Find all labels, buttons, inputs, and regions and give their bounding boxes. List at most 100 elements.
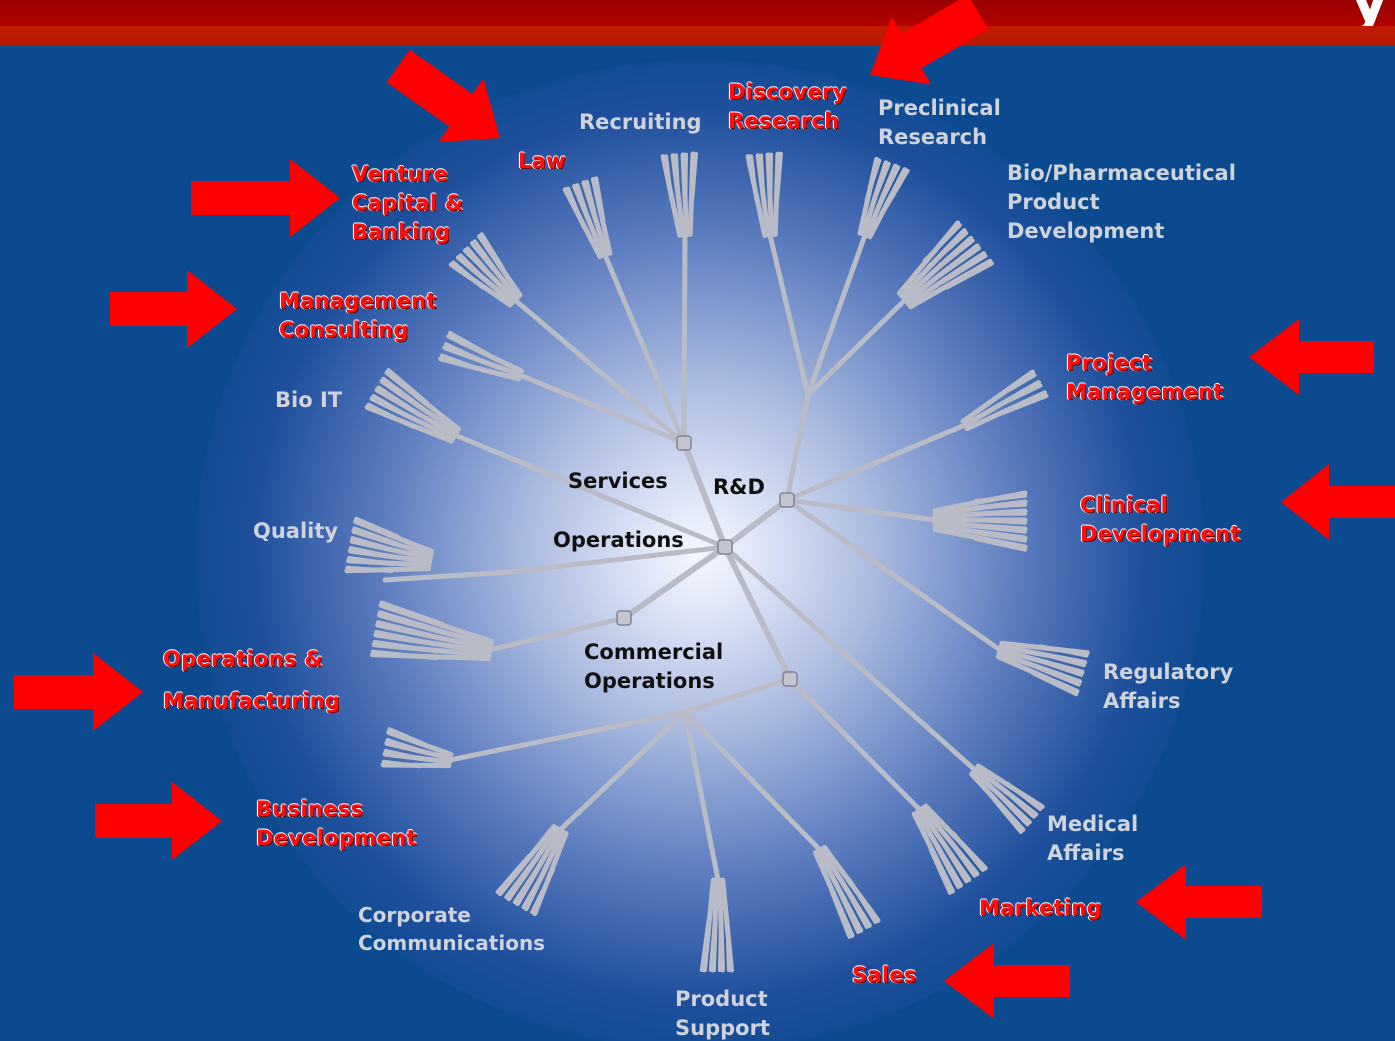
tuft-venture-capital: [465, 246, 495, 280]
tuft-marketing: [928, 847, 952, 895]
hub-label-rd: R&D: [713, 475, 765, 499]
tuft-bio-it: [381, 376, 426, 411]
tuft-management-consulting: [439, 353, 486, 373]
tuft-quality: [354, 516, 400, 539]
arrow-sales: [944, 943, 1070, 1019]
tuft-sales: [835, 884, 861, 934]
tuft-regulatory: [1034, 657, 1084, 677]
tuft-marketing: [934, 843, 961, 890]
limb-regulatory: [784, 497, 1003, 653]
trunk-rd: [722, 497, 790, 550]
tuft-management-consulting: [444, 342, 489, 365]
limb-corporate-communications: [557, 709, 688, 833]
career-label-sales: Sales: [852, 963, 917, 987]
tuft-clinical: [973, 536, 1027, 552]
tuft-marketing: [939, 839, 969, 884]
limb-bio-it: [452, 432, 728, 550]
hub-label-services: Services: [568, 469, 668, 493]
tuft-project-management: [1000, 394, 1049, 416]
arrow-business-development: [95, 782, 222, 860]
tuft-product-support: [699, 918, 711, 972]
limb-venture-capital: [512, 297, 687, 446]
career-label-business-development: Business Development: [256, 797, 417, 850]
header-corner-glyph: y: [1349, 0, 1389, 35]
hub-node-center: [717, 539, 733, 555]
tuft-discovery: [775, 151, 783, 201]
limb-management-consulting: [517, 372, 687, 446]
highlight-arrows: [14, 0, 1395, 1019]
tuft-product-dev: [945, 261, 994, 290]
tuft-quality: [352, 526, 399, 546]
limb-operations-manufacturing: [487, 615, 627, 653]
career-label-product-support: Product Support: [675, 987, 770, 1040]
career-label-discovery-research: Discovery Research: [728, 80, 847, 133]
tuft-operations-manufacturing: [374, 630, 441, 647]
trunk-commercial: [722, 544, 793, 682]
tuft-operations-manufacturing: [370, 649, 438, 661]
tuft-recruiting: [674, 153, 681, 202]
tuft-quality: [348, 546, 396, 560]
tuft-law: [594, 176, 606, 222]
limb-preclinical: [805, 232, 868, 398]
hub-node-operations: [616, 610, 632, 626]
tuft-clinical: [973, 493, 1027, 504]
career-label-bio-it: Bio IT: [275, 388, 343, 412]
tuft-bio-it: [371, 394, 419, 423]
tuft-business-development: [385, 738, 424, 754]
tuft-discovery: [768, 152, 773, 201]
limb-rd-upper: [784, 392, 811, 503]
tuft-preclinical: [871, 161, 891, 205]
tuft-preclinical: [877, 165, 901, 207]
limb-quality-a: [507, 544, 728, 575]
tuft-venture-capital: [458, 253, 490, 285]
tuft-recruiting: [664, 154, 674, 203]
tuft-regulatory: [1033, 664, 1081, 687]
tuft-recruiting: [690, 151, 698, 201]
tuft-product-dev: [940, 253, 988, 285]
tuft-sales: [847, 877, 878, 924]
trunk-operations: [621, 544, 728, 621]
header-bar: y: [0, 0, 1395, 30]
tuft-preclinical: [884, 168, 910, 209]
tuft-operations-manufacturing: [372, 639, 440, 654]
career-label-law: Law: [518, 149, 566, 173]
tuft-venture-capital: [451, 260, 485, 290]
tuft-corporate-communications: [504, 857, 537, 900]
tuft-business-development: [381, 759, 422, 769]
tuft-quality: [350, 536, 398, 553]
arrow-management-consulting: [110, 270, 237, 348]
tuft-regulatory: [1031, 671, 1079, 697]
arrow-discovery-research: [870, 0, 989, 85]
tuft-discovery: [759, 153, 766, 202]
tuft-corporate-communications: [530, 868, 555, 915]
tuft-product-support: [725, 918, 731, 972]
limb-clinical: [784, 497, 938, 523]
hub-label-commercial-operations: Commercial Operations: [584, 640, 724, 693]
tuft-product-dev: [922, 223, 962, 263]
tuft-regulatory: [1036, 651, 1086, 668]
limb-sales: [682, 709, 823, 853]
tuft-clinical: [973, 518, 1027, 525]
career-label-venture-capital-banking: Venture Capital & Banking: [352, 162, 464, 244]
limb-project-management: [784, 422, 968, 503]
tuft-bio-it: [386, 368, 429, 405]
tuft-medical: [996, 792, 1030, 827]
tuft-product-support: [708, 918, 717, 972]
career-label-preclinical-research: Preclinical Research: [878, 96, 1001, 149]
trunk-services: [681, 440, 728, 550]
tuft-operations-manufacturing: [376, 620, 442, 640]
limb-law: [602, 252, 687, 446]
tuft-clinical: [973, 530, 1027, 543]
tuft-clinical: [973, 502, 1027, 510]
arrow-law: [386, 49, 500, 143]
tuft-law: [566, 186, 586, 229]
hub-node-rd: [779, 492, 795, 508]
limb-product-support: [682, 709, 721, 883]
career-label-bio-pharma-product-development: Bio/Pharmaceutical Product Development: [1007, 161, 1236, 243]
tuft-medical: [1005, 781, 1043, 812]
tuft-recruiting: [683, 152, 688, 201]
tuft-sales: [829, 888, 852, 939]
tuft-operations-manufacturing: [379, 600, 445, 626]
tuft-corporate-communications: [512, 861, 543, 905]
career-label-management-consulting: Management Consulting: [279, 289, 437, 342]
